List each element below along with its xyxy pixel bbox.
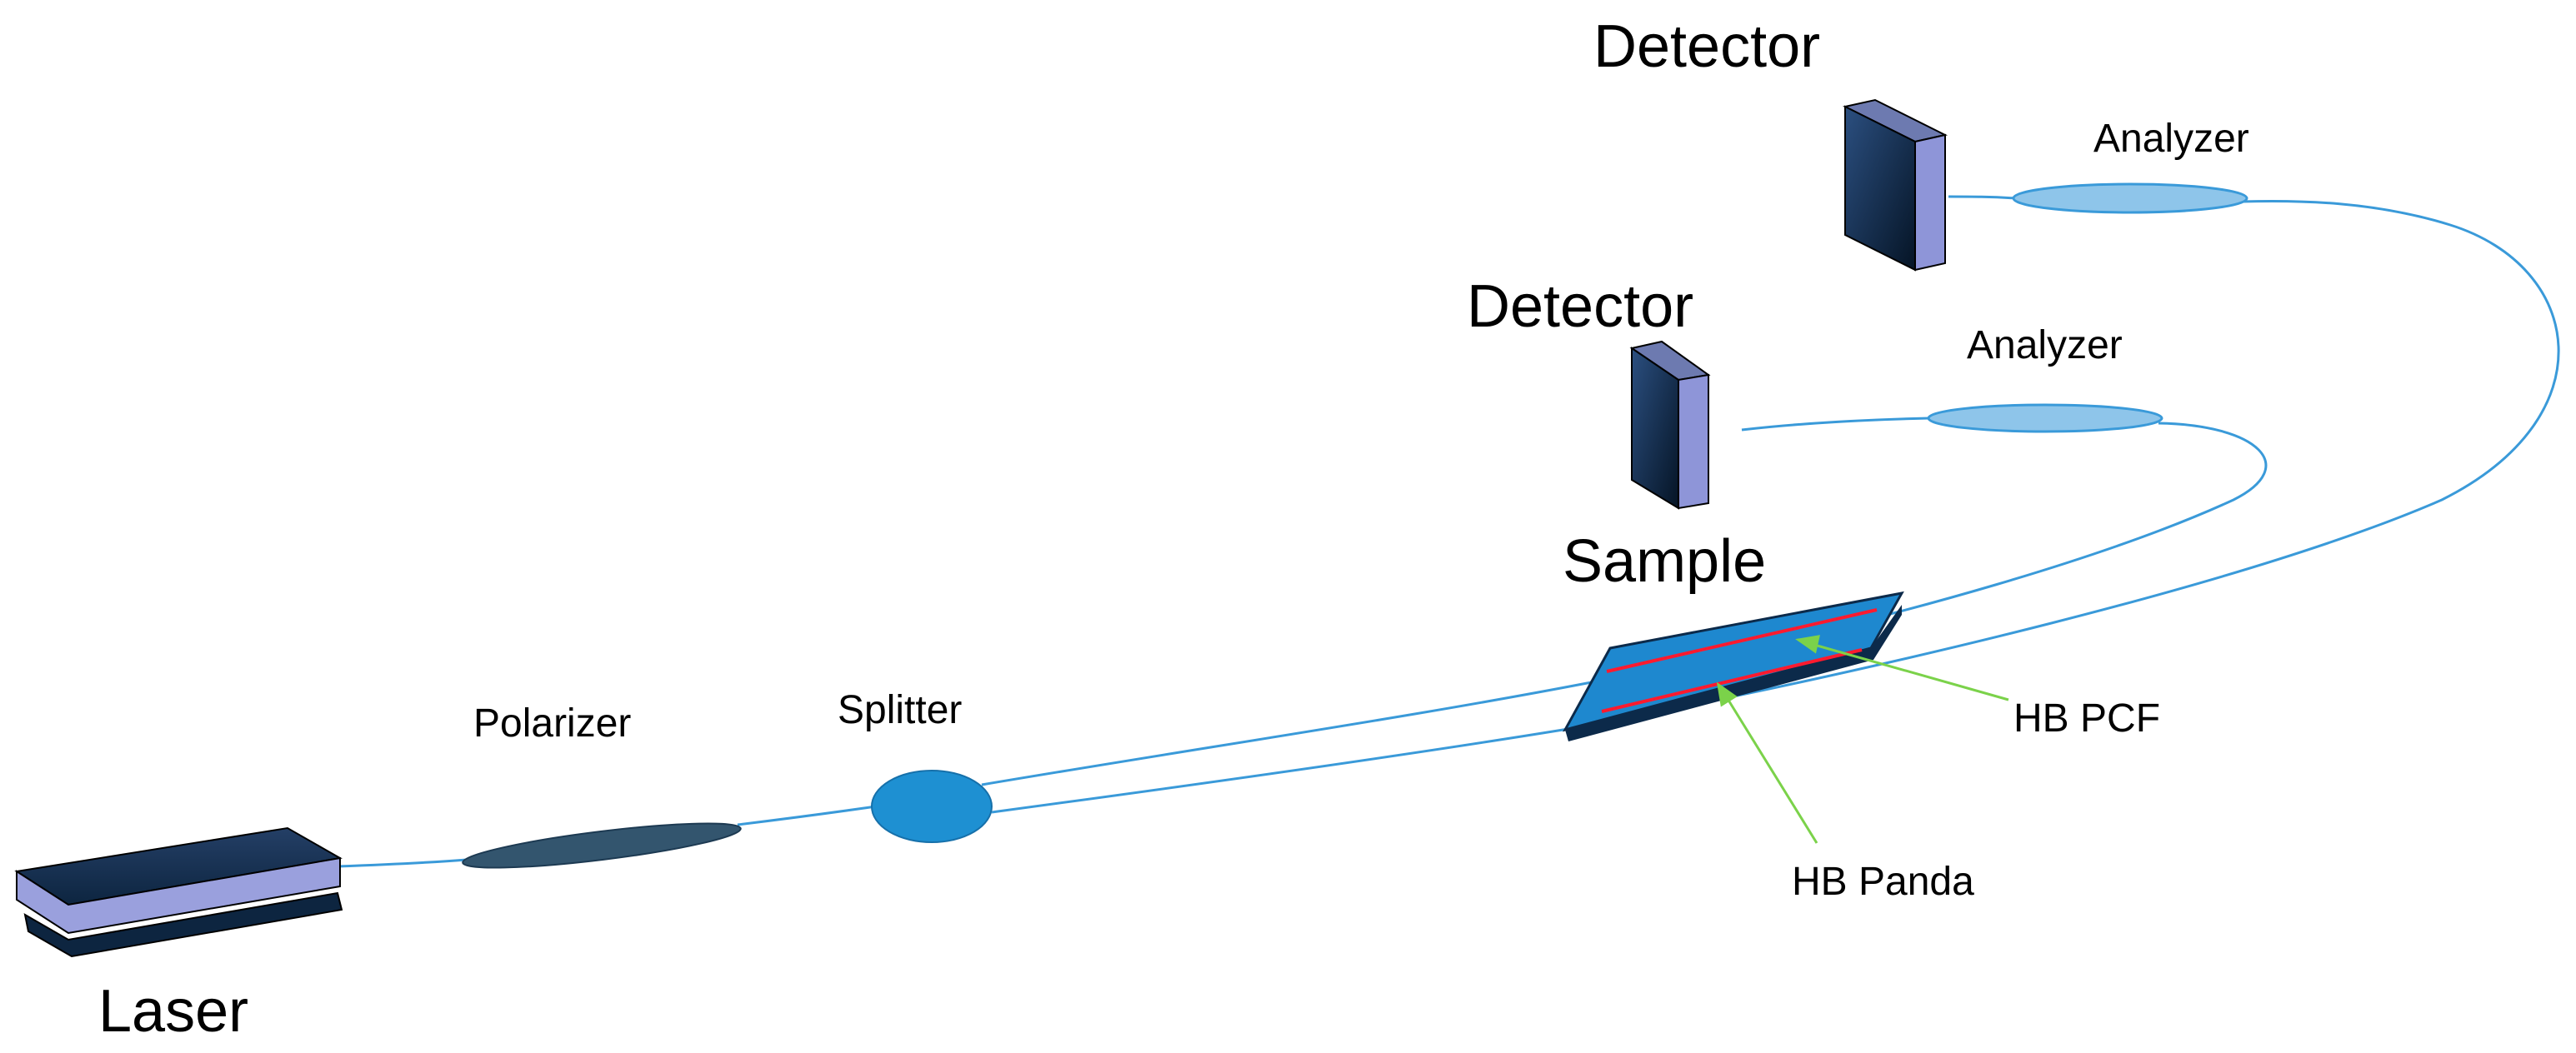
sample-surface xyxy=(1562,591,1904,732)
sample-edge xyxy=(1565,605,1902,741)
laser-label: Laser xyxy=(98,978,248,1045)
hb-panda-pointer-arrow xyxy=(1716,681,1738,707)
detector-upper-label: Detector xyxy=(1593,13,1820,80)
fiber-lower-branch xyxy=(991,199,2560,814)
analyzer-lower-element xyxy=(1927,403,2163,433)
annotation-pointers xyxy=(1716,635,2009,844)
laser-base xyxy=(23,891,343,958)
laser-device xyxy=(14,826,343,958)
hb-panda-label: HB Panda xyxy=(1792,860,1974,904)
fiber-analyzer-to-detector-upper xyxy=(1948,195,2016,200)
hb-panda-fiber-core xyxy=(1601,648,1863,713)
sample-label: Sample xyxy=(1563,528,1766,595)
polarizer-element xyxy=(462,822,742,869)
hb-pcf-pointer-line xyxy=(1808,641,2009,701)
analyzer-lower-label: Analyzer xyxy=(1967,323,2123,367)
laser-side-face xyxy=(16,856,341,935)
hb-pcf-fiber-core xyxy=(1606,608,1878,673)
analyzer-upper-label: Analyzer xyxy=(2093,117,2249,161)
detector-lower-device xyxy=(1629,340,1711,510)
fiber-laser-to-polarizer xyxy=(337,858,468,868)
detector-lower-label: Detector xyxy=(1467,273,1693,340)
optical-fibers xyxy=(337,195,2560,868)
hb-panda-pointer-line xyxy=(1723,694,1818,844)
analyzer-upper-element xyxy=(2012,182,2248,214)
detector-upper-device xyxy=(1843,98,1948,272)
sample-slide xyxy=(1562,591,1904,741)
detector-lower-side xyxy=(1678,373,1709,510)
polarizer-label: Polarizer xyxy=(473,701,631,746)
fiber-polarizer-to-splitter xyxy=(737,803,888,826)
detector-upper-side xyxy=(1914,133,1946,272)
fiber-analyzer-to-detector-lower xyxy=(1741,417,1930,432)
splitter-label: Splitter xyxy=(838,688,962,732)
splitter-element xyxy=(871,770,993,843)
hb-pcf-label: HB PCF xyxy=(2013,696,2160,741)
hb-pcf-pointer-arrow xyxy=(1795,635,1820,654)
